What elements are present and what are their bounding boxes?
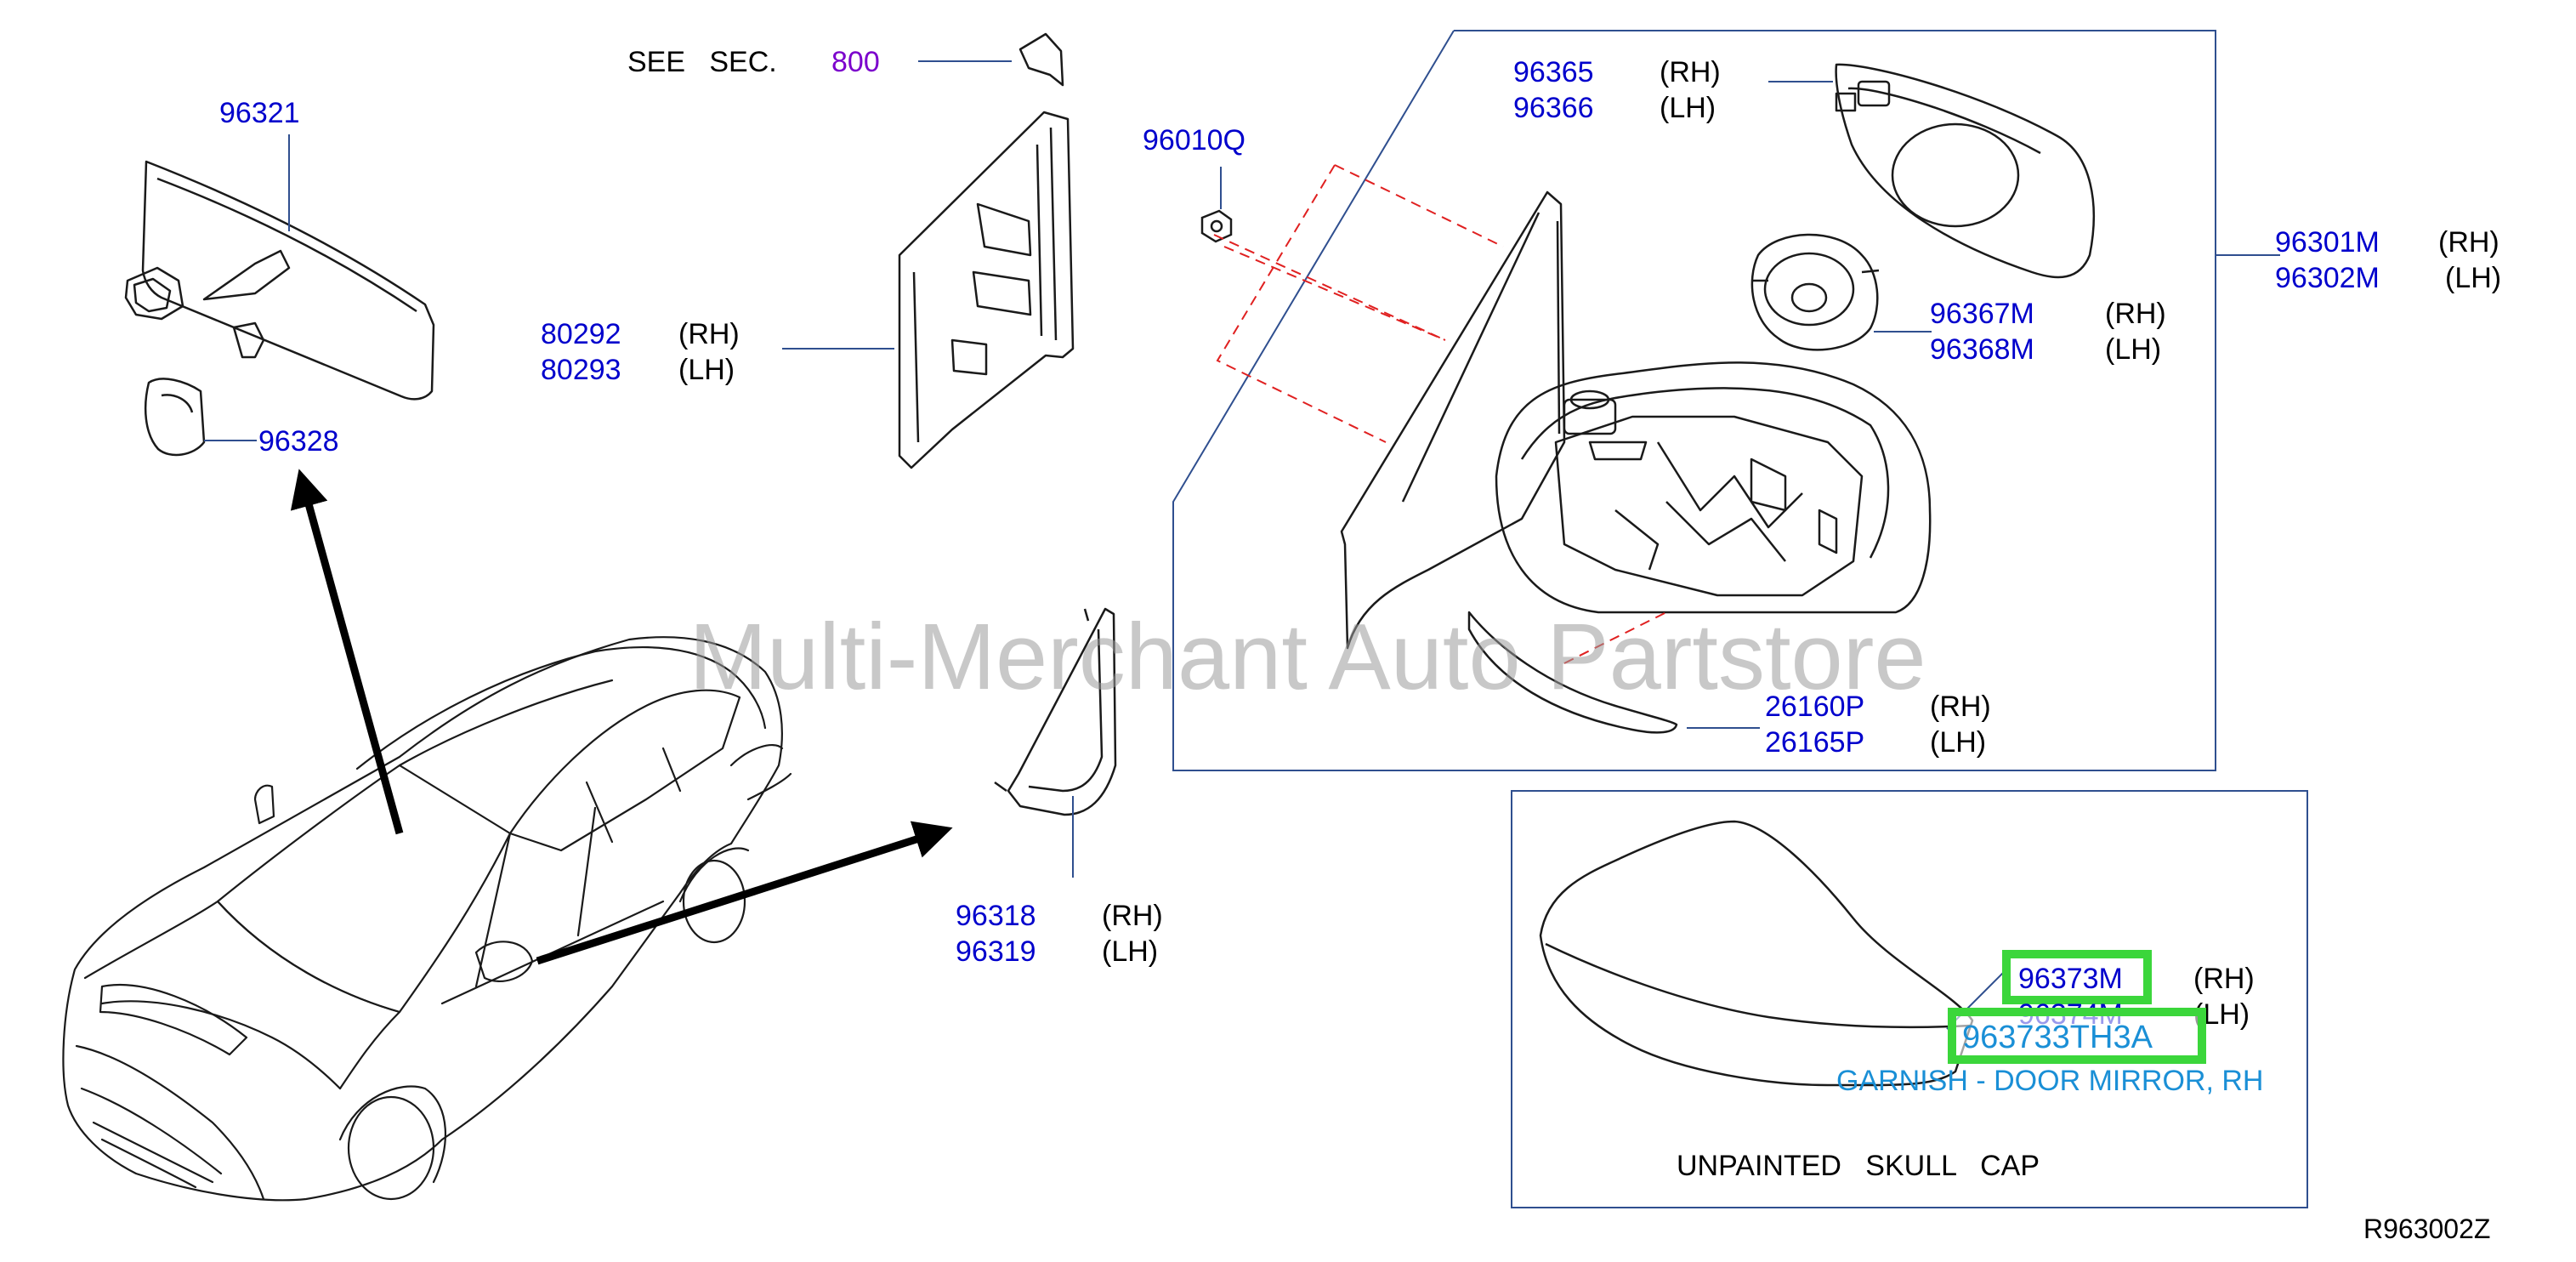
highlight-description: GARNISH - DOOR MIRROR, RH [1836, 1065, 2263, 1097]
watermark: Multi-Merchant Auto Partstore [689, 605, 1926, 709]
part-96010Q[interactable]: 96010Q [1143, 124, 1245, 156]
part-96301M[interactable]: 96301M [2275, 226, 2380, 259]
side-80293: (LH) [678, 354, 735, 386]
part-96373M[interactable]: 96373M [2018, 963, 2123, 995]
highlight-box-963733TH3A [1948, 1008, 2206, 1064]
vehicle-illustration [62, 636, 792, 1202]
part-96365[interactable]: 96365 [1513, 56, 1594, 88]
nut-illustration [1200, 209, 1233, 243]
side-26165P: (LH) [1930, 726, 1986, 759]
see-section-prefix: SEE SEC. [627, 46, 777, 78]
side-96365: (RH) [1660, 56, 1721, 88]
mirror-glass-illustration [1835, 63, 2095, 279]
arrow-to-inside-mirror [290, 469, 404, 835]
side-96373M: (RH) [2193, 963, 2255, 995]
side-96318: (RH) [1102, 900, 1163, 932]
see-section-number[interactable]: 800 [831, 46, 880, 78]
see-section-ref: SEE SEC. 800 [627, 46, 880, 78]
inside-mirror-illustration [124, 160, 435, 457]
part-96328[interactable]: 96328 [258, 425, 339, 458]
part-80293[interactable]: 80293 [541, 354, 621, 386]
part-26165P[interactable]: 26165P [1765, 726, 1864, 759]
mirror-actuator-illustration [1750, 233, 1880, 351]
part-96321[interactable]: 96321 [219, 97, 300, 129]
part-96367M[interactable]: 96367M [1930, 298, 2034, 330]
highlight-part-number[interactable]: 963733TH3A [1962, 1020, 2153, 1055]
part-96368M[interactable]: 96368M [1930, 333, 2034, 366]
mirror-assembly-frame [1172, 30, 2216, 771]
side-96367M: (RH) [2105, 298, 2166, 330]
inset-caption: UNPAINTED SKULL CAP [1677, 1150, 2040, 1182]
side-96366: (LH) [1660, 92, 1716, 124]
side-26160P: (RH) [1930, 691, 1991, 723]
side-96301M: (RH) [2438, 226, 2499, 259]
highlight-box-96373M [2002, 950, 2152, 1004]
corner-cover-illustration [994, 607, 1117, 816]
part-96366[interactable]: 96366 [1513, 92, 1594, 124]
fitment-dashed-lines [1213, 164, 1667, 664]
arrow-to-corner-cover [536, 821, 953, 965]
part-26160P[interactable]: 26160P [1765, 691, 1864, 723]
part-96318[interactable]: 96318 [956, 900, 1036, 932]
side-80292: (RH) [678, 318, 740, 350]
door-mirror-illustration [1340, 190, 1932, 734]
inner-garnish-illustration [898, 32, 1075, 469]
side-96368M: (LH) [2105, 333, 2161, 366]
part-80292[interactable]: 80292 [541, 318, 621, 350]
side-96319: (LH) [1102, 935, 1158, 968]
skull-cap-inset-frame [1511, 790, 2308, 1208]
skull-cap-illustration [1539, 820, 1974, 1087]
diagram-code: R963002Z [2363, 1214, 2490, 1244]
part-96319[interactable]: 96319 [956, 935, 1036, 968]
side-96302M: (LH) [2445, 262, 2501, 294]
part-96302M[interactable]: 96302M [2275, 262, 2380, 294]
